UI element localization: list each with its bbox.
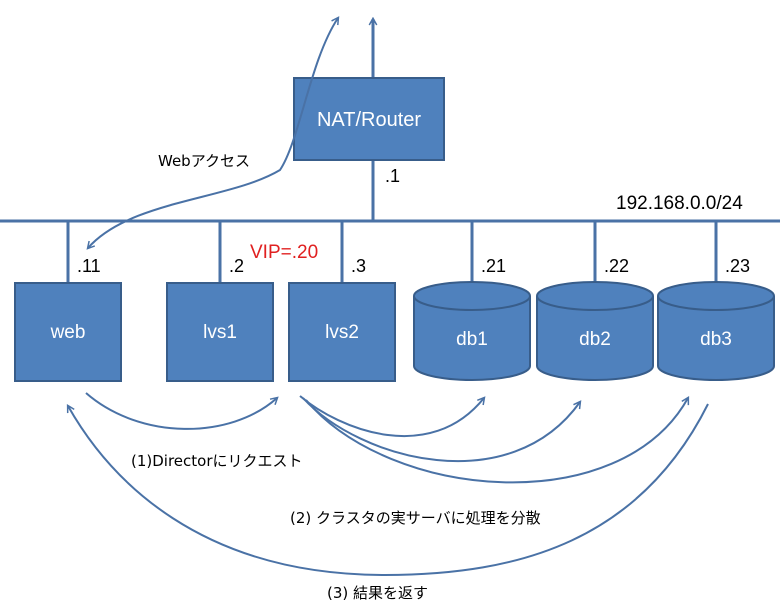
server-web-addr: .11: [77, 256, 101, 276]
step1-label: (1)Directorにリクエスト: [131, 452, 303, 470]
step2-arrow-db1: [299, 395, 484, 437]
step2-arrow-db3: [305, 398, 688, 484]
server-db2: [536, 281, 654, 381]
server-db2-label: db2: [579, 329, 611, 350]
server-db1-addr: .21: [481, 256, 506, 276]
server-lvs2: [288, 282, 396, 382]
step2-arrow-db2: [302, 397, 580, 463]
server-lvs1-addr: .2: [229, 256, 244, 276]
server-lvs1: [166, 282, 274, 382]
server-lvs2-addr: .3: [351, 256, 366, 276]
vip-label: VIP=.20: [250, 242, 318, 263]
step3-arrow: [68, 403, 709, 577]
step2-label: (2) クラスタの実サーバに処理を分散: [290, 509, 541, 527]
step3-label: (3) 結果を返す: [327, 584, 428, 602]
web-access-label: Webアクセス: [158, 152, 250, 170]
subnet-label: 192.168.0.0/24: [616, 193, 743, 214]
server-web: [14, 282, 122, 382]
step1-arrow: [85, 392, 277, 430]
router-label: NAT/Router: [317, 109, 421, 131]
server-db1-label: db1: [456, 329, 488, 350]
server-lvs1-label: lvs1: [203, 322, 237, 343]
server-lvs2-label: lvs2: [325, 322, 359, 343]
server-db3: [657, 281, 775, 381]
web-access-arrow: [88, 18, 338, 248]
server-db2-addr: .22: [604, 256, 629, 276]
router-addr: .1: [385, 166, 400, 186]
server-db1: [413, 281, 531, 381]
server-db3-label: db3: [700, 329, 732, 350]
server-db3-addr: .23: [725, 256, 750, 276]
server-web-label: web: [50, 322, 86, 343]
